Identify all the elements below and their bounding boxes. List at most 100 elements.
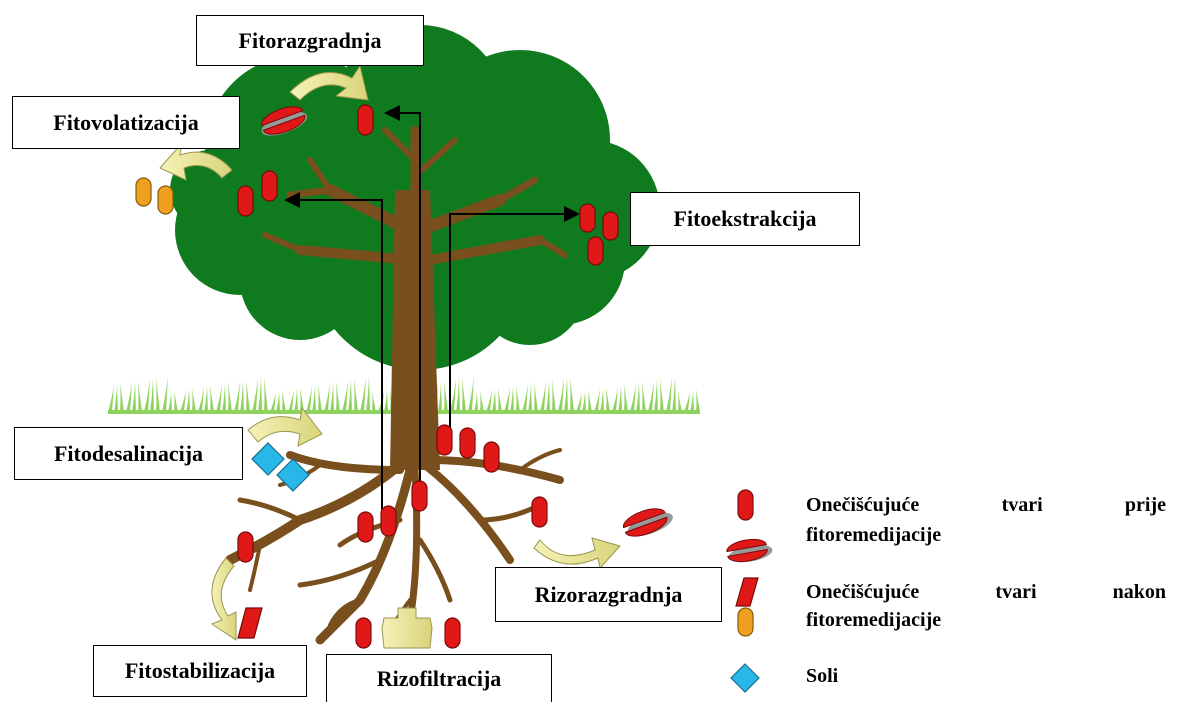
grass-blade (150, 378, 154, 412)
grass-blade (180, 390, 186, 412)
grass-blade (474, 392, 478, 412)
grass-blade (132, 381, 136, 412)
grass-blade (108, 385, 114, 412)
grass-blade (114, 384, 118, 412)
grass-blade (240, 380, 244, 412)
label-fitodesalinacija: Fitodesalinacija (14, 427, 243, 480)
grass-blade (162, 376, 168, 412)
grass-blade (318, 384, 322, 412)
grass-blade (210, 385, 214, 412)
grass-blade (510, 386, 514, 412)
grass-blade (126, 382, 132, 412)
grass-blade (522, 384, 528, 412)
grass-blade (246, 379, 250, 412)
grass-blade (228, 382, 232, 412)
grass-blade (372, 392, 376, 412)
grass-blade (678, 392, 682, 412)
arrow-rizorazgradnja (534, 538, 620, 568)
legend-before-line2: fitoremedijacije (806, 524, 941, 547)
grass-blade (528, 383, 532, 412)
grass-blade (198, 387, 204, 412)
grass-blade (216, 384, 222, 412)
grass-blade (600, 388, 604, 412)
grass-blade (486, 390, 492, 412)
legend-after-line2: fitoremedijacije (806, 609, 941, 632)
legend-diamond (731, 664, 759, 692)
grass-blade (156, 377, 160, 412)
grass-blade (672, 376, 676, 412)
legend-orange-capsule (738, 608, 753, 636)
legend-after-word1: Onečišćujuće (806, 581, 919, 604)
grass-blade (624, 384, 628, 412)
grass-blade (186, 389, 190, 412)
grass-blade (636, 382, 640, 412)
grass-blade (168, 392, 172, 412)
grass-blade (660, 378, 664, 412)
grass-blade (444, 380, 448, 412)
legend-before-line1: Onečišćujuće tvari prije (806, 494, 1166, 517)
legend-parallelogram (736, 578, 758, 606)
grass-blade (324, 383, 330, 412)
grass-blade (654, 379, 658, 412)
legend-before-word1: Onečišćujuće (806, 494, 919, 517)
grass-blade (360, 377, 366, 412)
grass-blade (234, 381, 240, 412)
grass-blade (630, 383, 636, 412)
label-fitorazgradnja: Fitorazgradnja (196, 15, 424, 66)
grass-blade (570, 376, 574, 412)
grass-blade (558, 378, 564, 412)
grass-blade (144, 379, 150, 412)
grass-blade (468, 376, 474, 412)
grass-blade (174, 391, 178, 412)
label-rizorazgradnja: Rizorazgradnja (495, 567, 722, 622)
grass-blade (504, 387, 510, 412)
grass-blade (306, 386, 312, 412)
legend-before-word2: tvari (1002, 494, 1043, 517)
grass-blade (588, 390, 592, 412)
label-rizofiltracija: Rizofiltracija (326, 654, 552, 702)
grass-blade (492, 389, 496, 412)
grass-blade (480, 391, 484, 412)
legend-before-word3: prije (1125, 494, 1166, 517)
grass-blade (612, 386, 618, 412)
grass-blade (594, 389, 600, 412)
grass-blade (666, 377, 672, 412)
grass-blade (288, 389, 294, 412)
grass-blade (192, 388, 196, 412)
grass-blade (690, 390, 694, 412)
grass-blade (462, 377, 466, 412)
label-fitoekstrakcija: Fitoekstrakcija (630, 192, 860, 246)
grass-blade (222, 383, 226, 412)
grass-blade (342, 380, 348, 412)
grass-blade (354, 378, 358, 412)
grass-blade (516, 385, 520, 412)
grass-blade (648, 380, 654, 412)
arrow-fitostabilizacija (212, 558, 236, 640)
grass-blade (618, 385, 622, 412)
legend-after-line1: Onečišćujuće tvari nakon (806, 581, 1166, 604)
grass-blade (264, 376, 268, 412)
grass-blade (276, 391, 280, 412)
grass-blade (438, 381, 442, 412)
grass-blade (336, 381, 340, 412)
legend-capsule (738, 490, 753, 520)
grass-blade (258, 377, 262, 412)
grass-blade (138, 380, 142, 412)
label-fitovolatizacija: Fitovolatizacija (12, 96, 240, 149)
grass-blade (564, 377, 568, 412)
grass-blade (312, 385, 316, 412)
grass-blade (546, 380, 550, 412)
grass-blade (384, 390, 388, 412)
grass-blade (540, 381, 546, 412)
grass-blade (498, 388, 502, 412)
arrow-rizofiltracija (382, 608, 432, 648)
grass-blade (330, 382, 334, 412)
grass-blade (366, 376, 370, 412)
grass-blade (606, 387, 610, 412)
grass-blade (282, 390, 286, 412)
legend-salts: Soli (806, 665, 838, 688)
grass-blade (684, 391, 690, 412)
legend-split-capsule (726, 536, 774, 565)
grass-blade (204, 386, 208, 412)
grass-blade (696, 389, 700, 412)
